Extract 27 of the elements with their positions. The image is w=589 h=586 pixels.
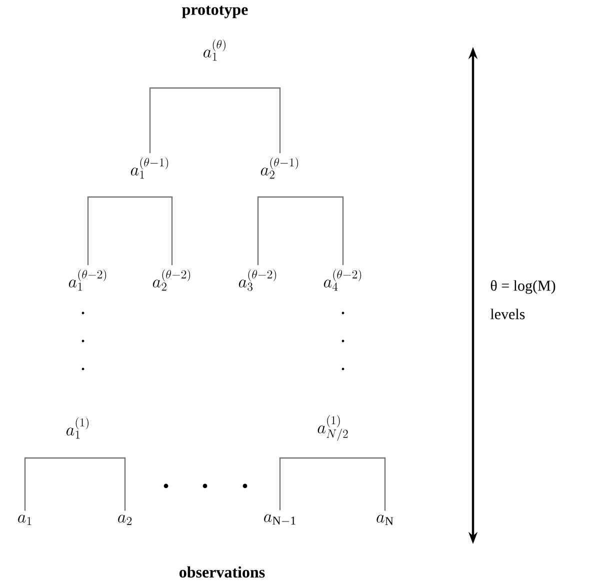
formula-label: $a_1^{(\theta)}$ [204, 39, 226, 61]
formula-label: θ = log(M) [490, 280, 556, 294]
bracket-line [149, 87, 215, 154]
formula-label: $a_2^{(\theta-1)}$ [260, 157, 298, 179]
formula-label: $a_2$ [118, 514, 132, 525]
bracket-line [150, 196, 173, 266]
bracket-line [87, 196, 150, 266]
title-text: prototype [182, 6, 248, 18]
formula-label: $a_{N/2}^{(1)}$ [318, 415, 348, 441]
formula-label: $a_1^{(\theta-2)}$ [68, 269, 106, 291]
bracket-line [215, 87, 281, 154]
formula-label: $a_{\mathrm{N}}$ [376, 514, 394, 525]
formula-label: $a_2^{(\theta-2)}$ [152, 269, 190, 291]
axis-label: levels [490, 308, 525, 320]
formula-label: $a_1$ [18, 514, 32, 525]
bracket-line [279, 457, 333, 510]
bracket-line [280, 196, 344, 266]
bracket-line [78, 457, 126, 511]
formula-label: $a_3^{(\theta-2)}$ [238, 269, 276, 291]
bracket-line [333, 457, 386, 511]
bracket-line [24, 457, 78, 511]
title-text: observations [180, 566, 265, 578]
bracket-line [257, 196, 280, 266]
formula-label: $a_1^{(\theta-1)}$ [130, 157, 168, 179]
formula-label: $a_{\mathrm{N-1}}$ [264, 514, 296, 524]
formula-label: $a_1^{(1)}$ [66, 417, 88, 439]
formula-label: $a_4^{(\theta-2)}$ [324, 269, 362, 291]
